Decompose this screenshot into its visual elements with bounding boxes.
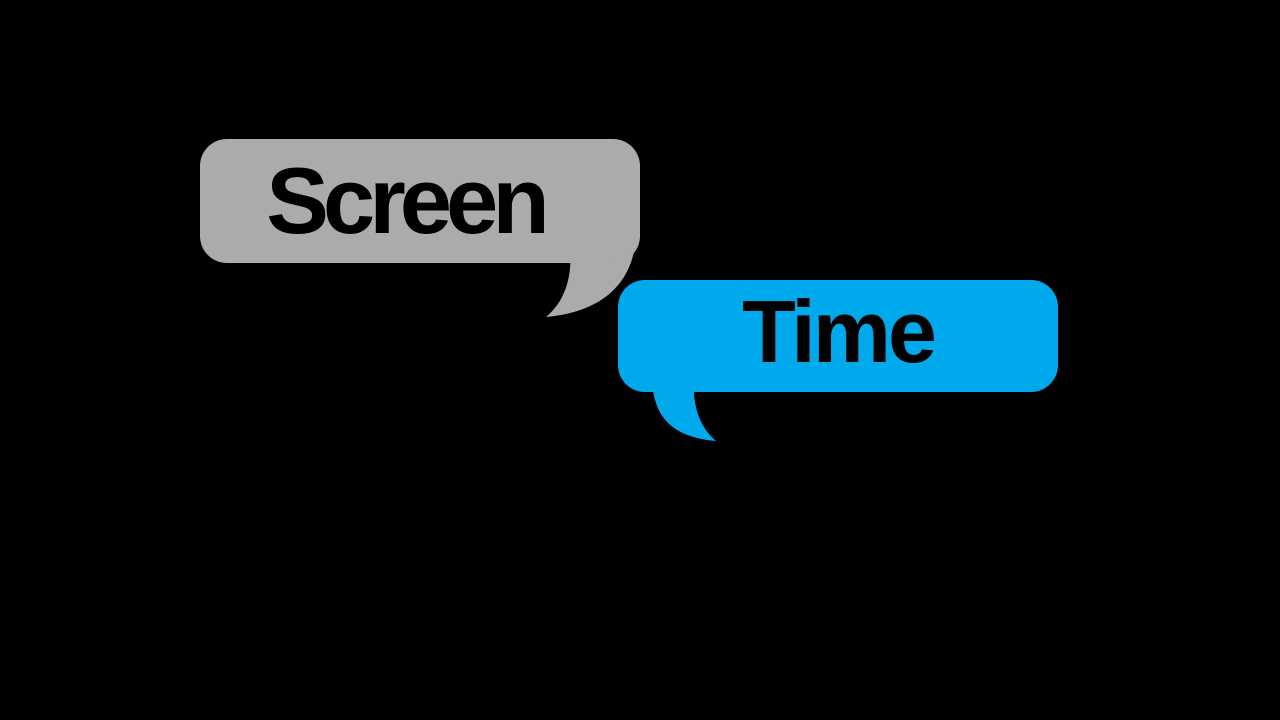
- screen-chat-bubble: Screen: [200, 139, 640, 263]
- screen-bubble-tail-shape: [546, 246, 635, 317]
- time-bubble-tail: [652, 378, 716, 441]
- screen-bubble-label: Screen: [266, 148, 550, 253]
- time-bubble-tail-shape: [652, 378, 716, 441]
- time-bubble-label: Time: [742, 282, 937, 381]
- screen-bubble-tail: [546, 246, 635, 317]
- time-chat-bubble: Time: [618, 280, 1058, 392]
